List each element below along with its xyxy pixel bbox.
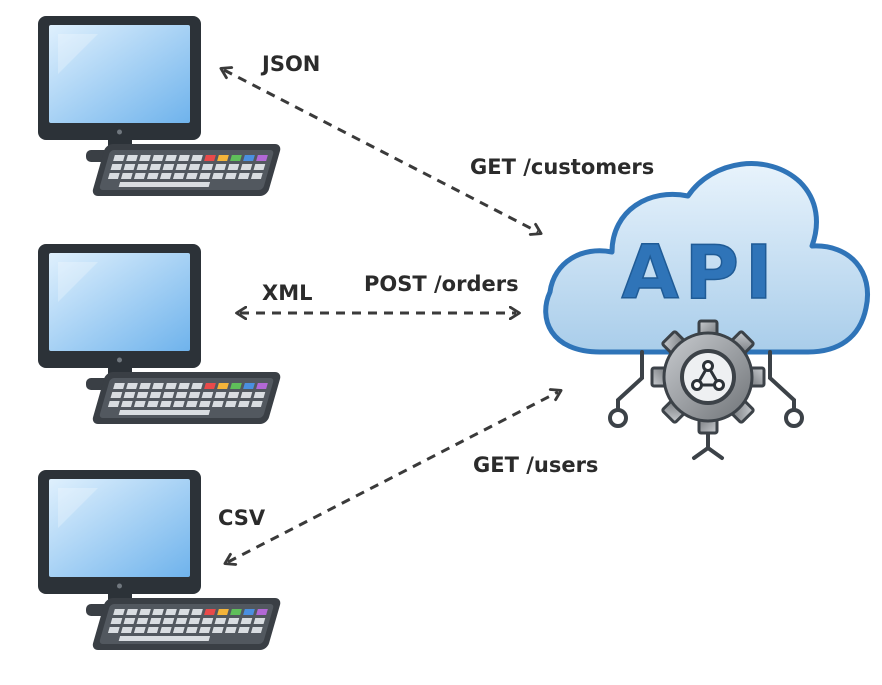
request-label-get-customers: GET /customers (470, 155, 654, 179)
format-label-csv: CSV (218, 506, 266, 530)
arrow-json (224, 70, 538, 232)
client-computer-3 (38, 470, 282, 650)
format-label-json: JSON (260, 52, 320, 76)
client-computer-1 (38, 16, 282, 196)
arrow-csv (228, 392, 558, 562)
format-label-xml: XML (262, 281, 312, 305)
api-cloud: API (543, 161, 870, 355)
gear-icon (650, 319, 766, 435)
request-label-post-orders: POST /orders (364, 272, 519, 296)
cloud-icon (543, 161, 870, 355)
api-label: API (621, 230, 778, 316)
request-label-get-users: GET /users (473, 453, 598, 477)
monitor-icon (38, 16, 282, 196)
monitor-icon (38, 244, 282, 424)
network-node-icon (691, 360, 725, 391)
client-computer-2 (38, 244, 282, 424)
monitor-icon (38, 470, 282, 650)
